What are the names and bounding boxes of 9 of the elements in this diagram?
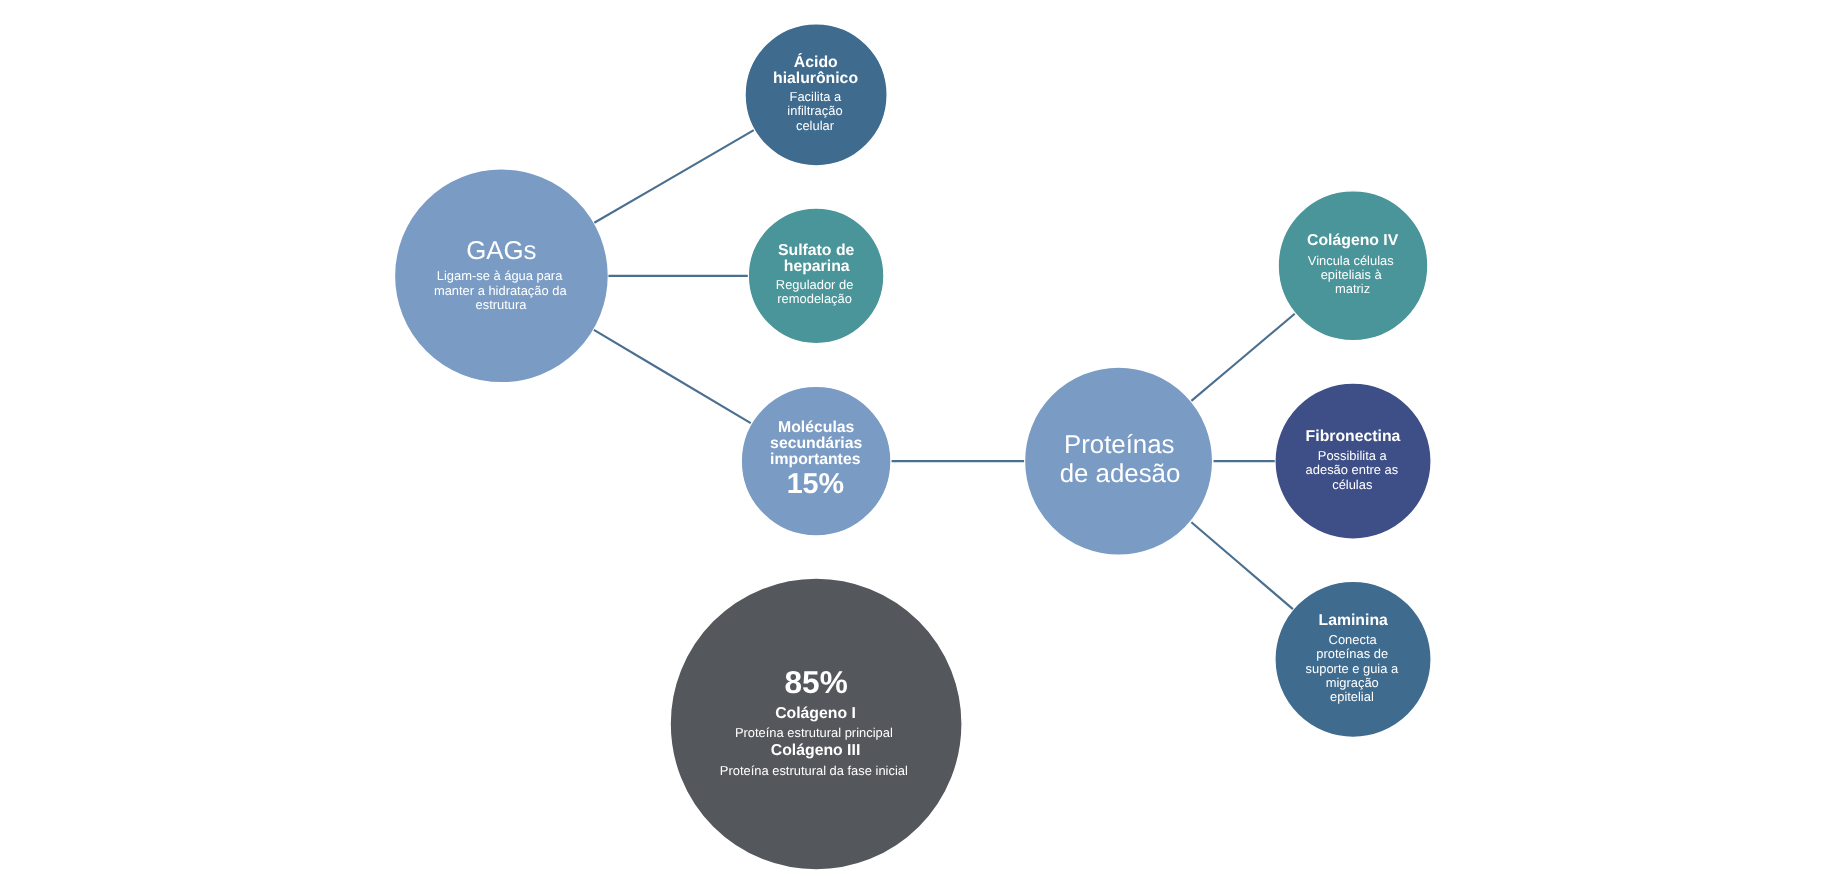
- connector: [607, 273, 747, 276]
- connector: [890, 459, 1024, 462]
- connector: [1189, 520, 1293, 609]
- connector: [592, 128, 754, 223]
- node-circle: Moléculas secundárias importantes 15%: [739, 384, 891, 536]
- node-circle: Proteínas de adesão: [1022, 365, 1213, 555]
- connector: [1189, 311, 1295, 401]
- connector: [1212, 459, 1274, 462]
- connector: [592, 328, 751, 424]
